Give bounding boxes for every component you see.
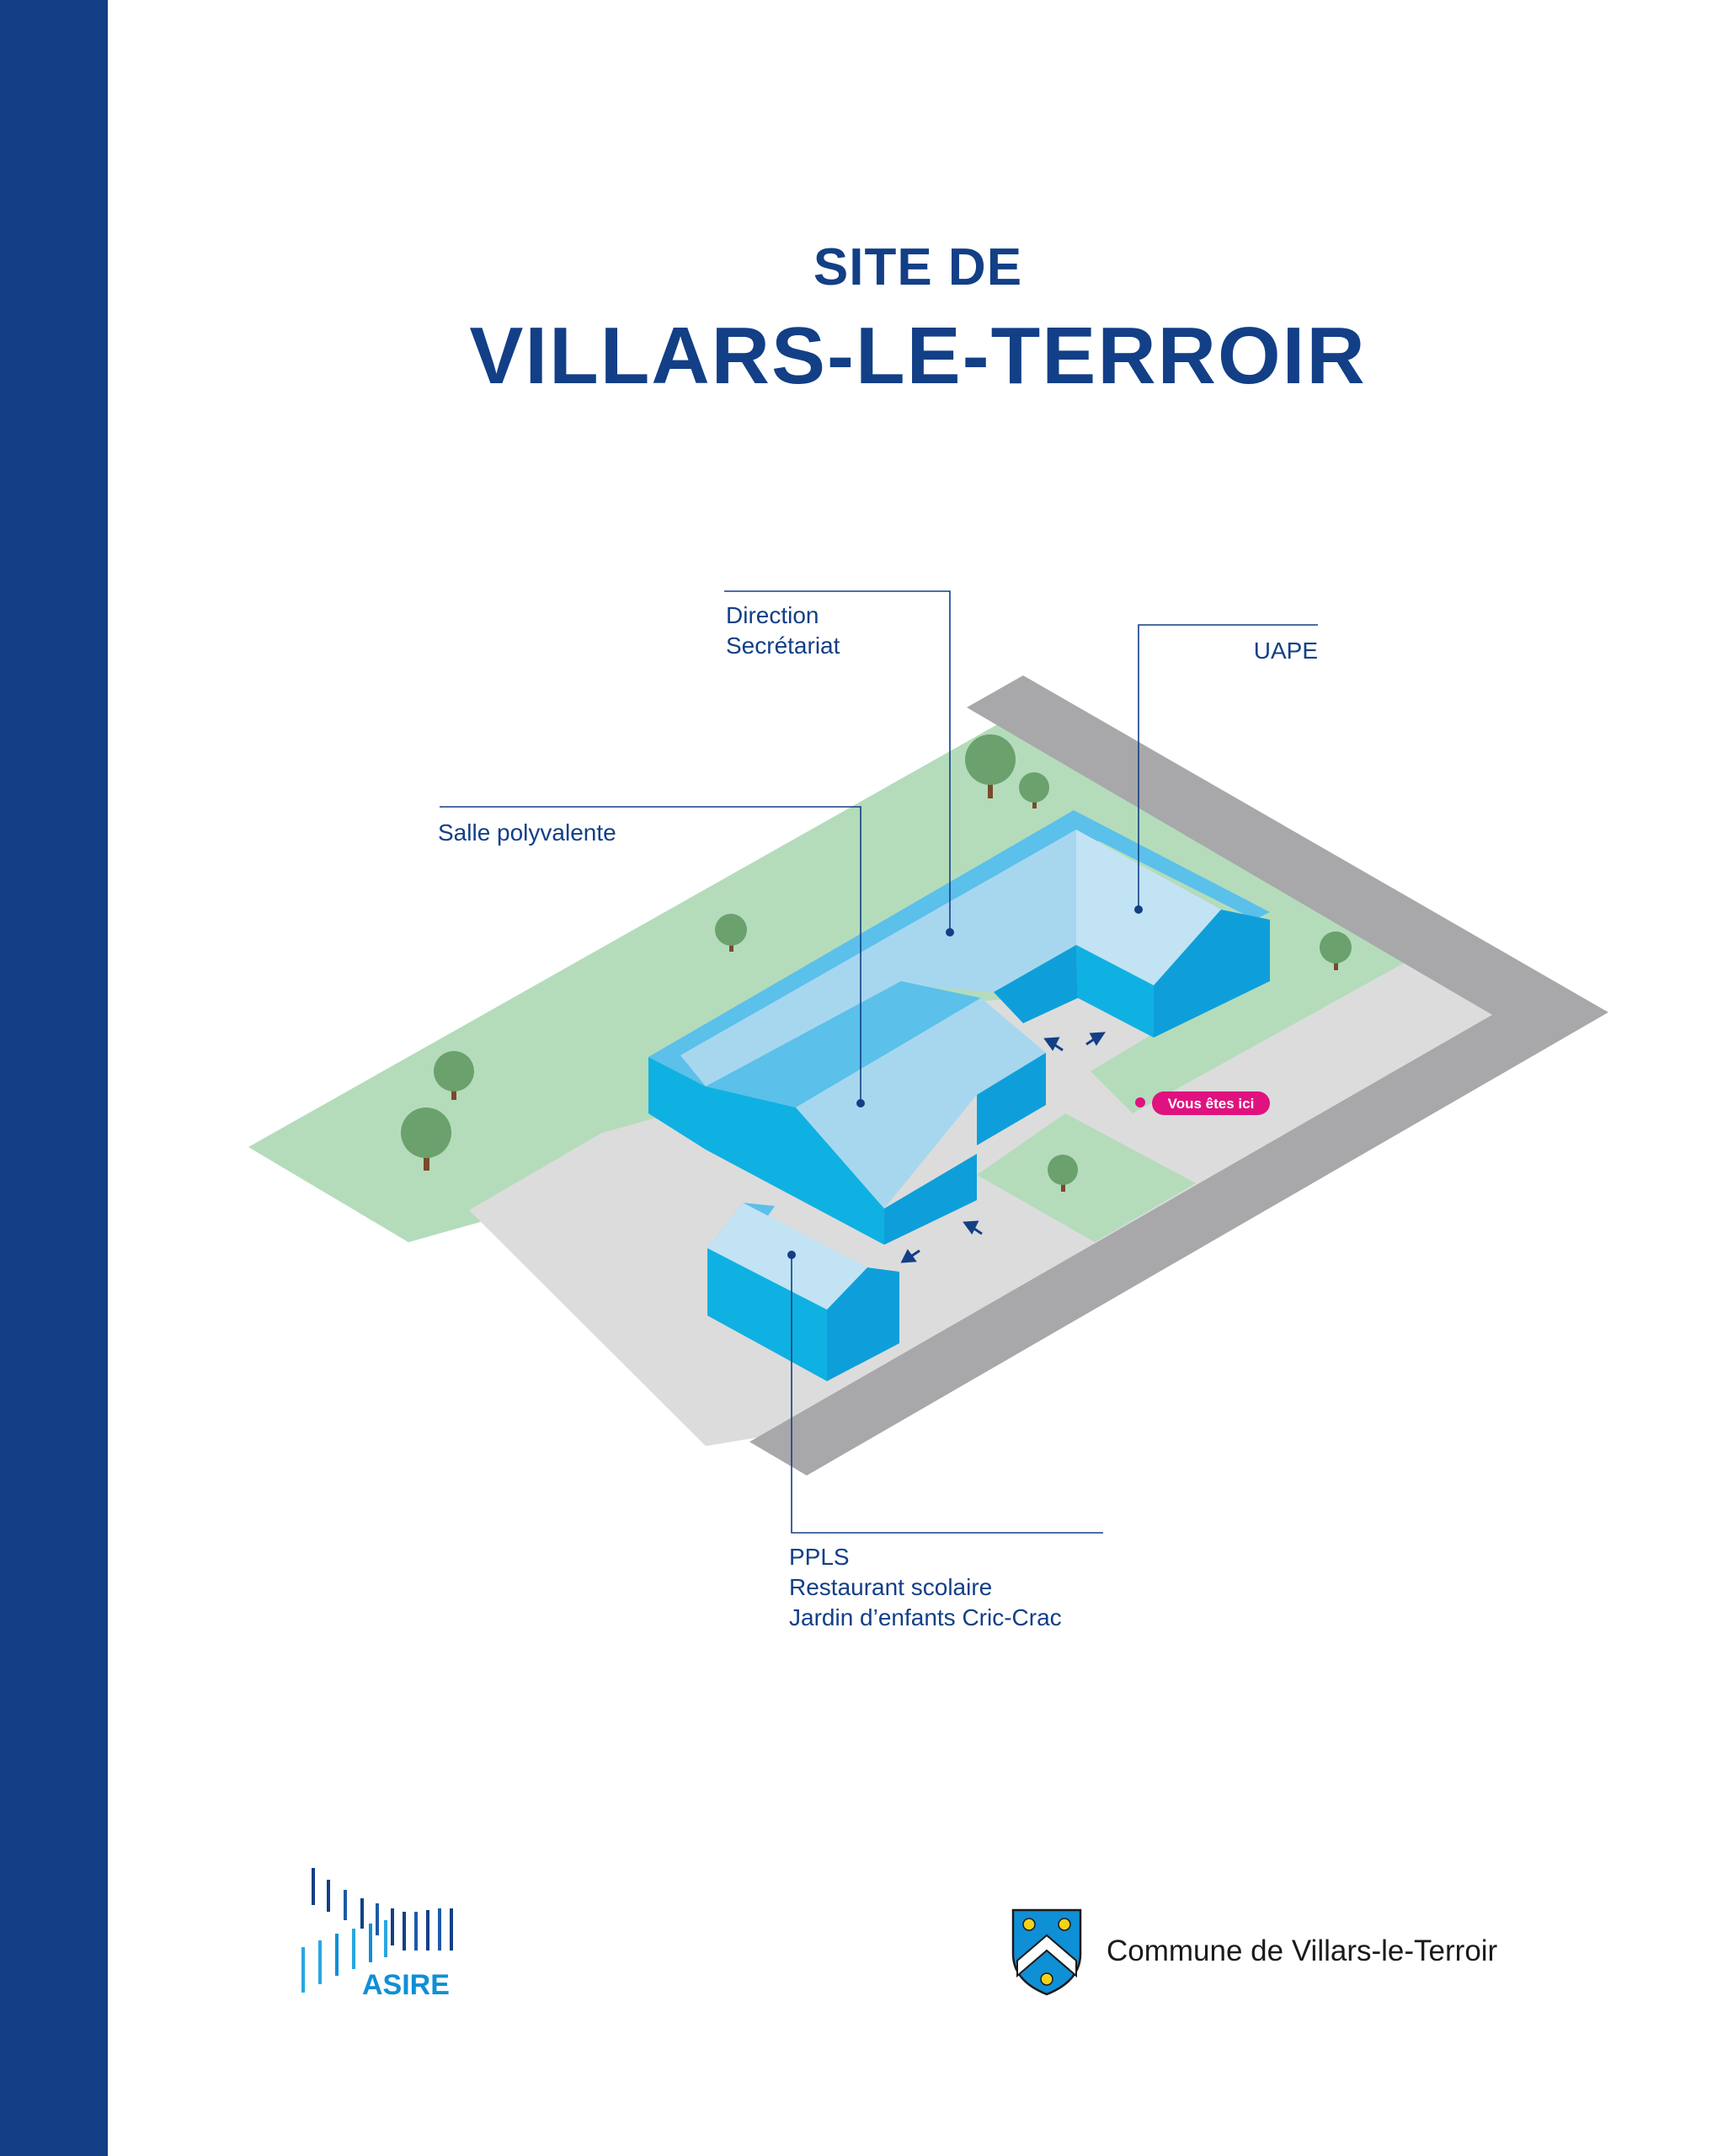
label-salle-polyvalente: Salle polyvalente (438, 819, 616, 846)
ppls-wall-side (827, 1267, 899, 1381)
ppls-wall-front (707, 1248, 827, 1381)
uape-roof-edge (1074, 810, 1270, 920)
commune-name: Commune de Villars-le-Terroir (1107, 1935, 1498, 1967)
uape-wall-front (1076, 945, 1154, 1038)
you-are-here-dot (1135, 1097, 1145, 1107)
tree-4 (1320, 931, 1352, 970)
tree-3 (715, 914, 747, 952)
tree-2 (1019, 772, 1049, 808)
asire-logo-text: ASIRE (362, 1969, 450, 2001)
lawn-patch-right (1091, 910, 1405, 1113)
leader-lines (440, 590, 1318, 1534)
side-bar (0, 0, 108, 2156)
title-site-de: SITE DE (813, 238, 1023, 296)
you-are-here-label: Vous êtes ici (1168, 1096, 1255, 1112)
commune-coat-of-arms (1011, 1908, 1082, 1996)
leader-salle (440, 806, 861, 1103)
main-wall-inner (994, 945, 1078, 1023)
road (749, 675, 1608, 1476)
tree-6 (401, 1107, 451, 1171)
uape-wall-side (1154, 910, 1270, 1038)
marker-direction (946, 928, 954, 937)
salle-wall-side (884, 1154, 977, 1245)
title-place-name: VILLARS-LE-TERROIR (469, 311, 1367, 401)
tree-5 (434, 1051, 474, 1100)
tree-7 (1048, 1155, 1078, 1192)
label-direction: Direction (726, 602, 819, 628)
label-jardin: Jardin d’enfants Cric-Crac (789, 1604, 1062, 1630)
salle-wall-front (706, 1086, 884, 1245)
leader-direction (724, 590, 951, 932)
entrance-arrow-3 (963, 1220, 983, 1235)
label-restaurant: Restaurant scolaire (789, 1574, 992, 1600)
lawn-patch-center (977, 1113, 1196, 1242)
label-uape: UAPE (1254, 638, 1318, 664)
leader-uape (1138, 624, 1318, 910)
tree-1 (965, 734, 1016, 798)
salle-roof (796, 998, 1046, 1209)
entrance-arrow-4 (900, 1249, 920, 1263)
salle-roof-ridge (706, 981, 981, 1107)
main-wall-left (648, 1057, 706, 1150)
label-secretariat: Secrétariat (726, 632, 840, 659)
entrance-arrow-2 (1085, 1032, 1106, 1046)
entrance-arrow-1 (1043, 1037, 1064, 1052)
label-ppls: PPLS (789, 1544, 850, 1570)
marker-uape (1134, 905, 1143, 914)
asire-logo (301, 1868, 453, 1993)
you-are-here-badge (1152, 1091, 1270, 1115)
leader-ppls (791, 1255, 1103, 1534)
salle-wall-end (977, 1053, 1046, 1145)
main-roof (680, 830, 1076, 1086)
uape-roof (1076, 830, 1221, 985)
marker-salle (856, 1099, 865, 1107)
marker-ppls (787, 1251, 796, 1259)
ppls-roof (707, 1203, 867, 1310)
